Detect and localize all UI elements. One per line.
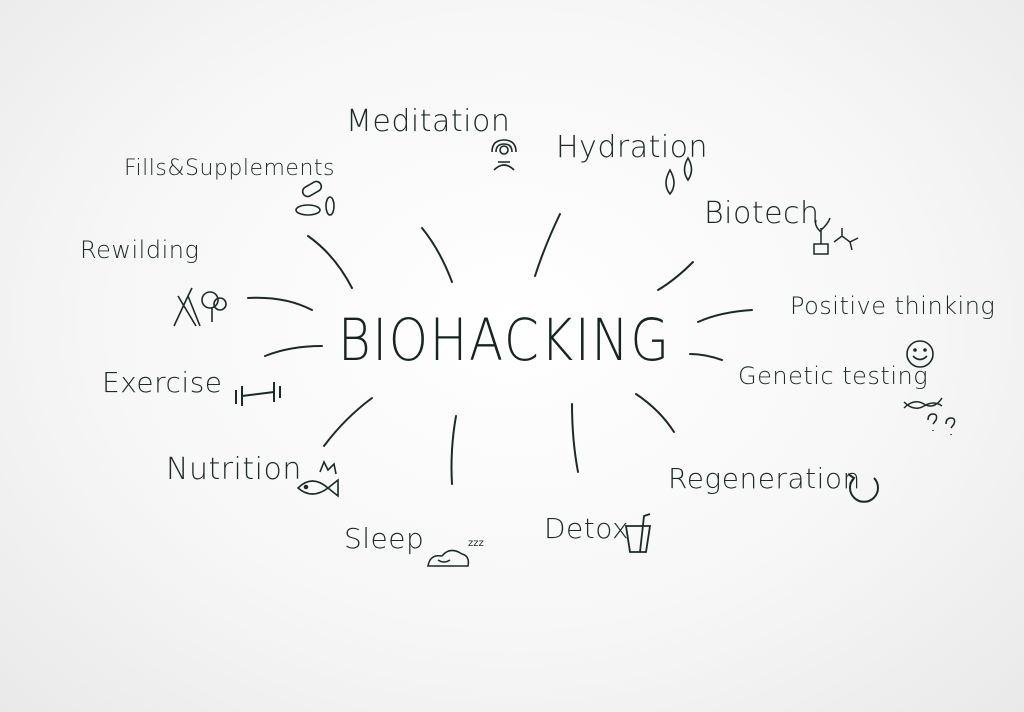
smiley-icon: [906, 340, 934, 368]
meditation-icon: [491, 139, 517, 171]
topic-meditation: Meditation: [346, 104, 511, 139]
sleeping-cloud-icon: zzz: [427, 538, 484, 567]
central-topic: BIOHACKING: [338, 306, 671, 374]
topic-positive-thinking: Positive thinking: [790, 292, 996, 320]
topic-pills-supplements: Fills&Supplements: [124, 156, 335, 181]
drink-cup-icon: [624, 513, 652, 553]
topic-biotech: Biotech: [704, 196, 820, 231]
topic-nutrition: Nutrition: [166, 452, 302, 487]
tent-tree-icon: [173, 287, 227, 327]
fish-icon: [296, 460, 339, 498]
topic-regeneration: Regeneration: [668, 462, 861, 495]
refresh-icon: [847, 473, 879, 503]
pills-icon: [295, 180, 335, 216]
topic-detox: Detox: [544, 512, 630, 545]
topic-rewilding: Rewilding: [80, 236, 200, 264]
dumbbell-icon: [235, 382, 281, 406]
topic-genetic-testing: Genetic testing: [738, 362, 929, 390]
plant-molecule-icon: [813, 217, 859, 255]
svg-text:zzz: zzz: [468, 538, 484, 549]
topic-sleep: Sleep: [344, 522, 425, 555]
dna-question-icon: [903, 397, 956, 435]
water-drops-icon: [665, 156, 693, 196]
topic-hydration: Hydration: [556, 130, 709, 165]
topic-exercise: Exercise: [102, 366, 223, 399]
